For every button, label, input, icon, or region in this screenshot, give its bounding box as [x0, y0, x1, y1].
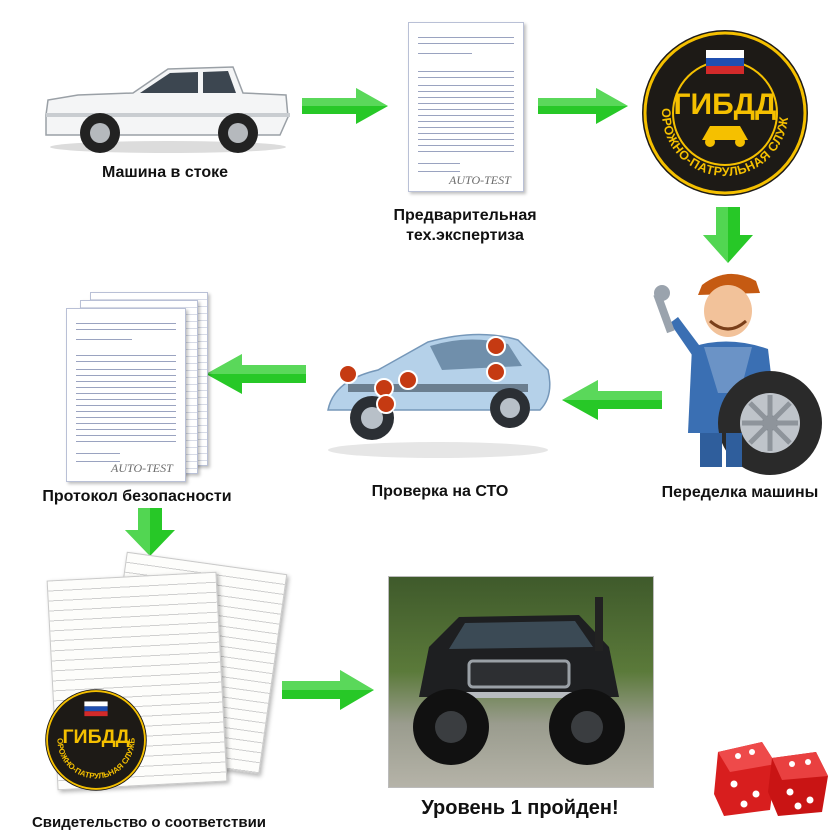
- step-stock-car-label: Машина в стоке: [101, 164, 229, 181]
- arrow-down-icon: [703, 207, 753, 263]
- step-pre-expertise-label-2: тех.экспертиза: [406, 227, 524, 244]
- step-modification-label: Переделка машины: [661, 484, 819, 501]
- step-pre-expertise-label-1: Предварительная: [393, 207, 537, 224]
- gibdd-badge-title: ГИБДД: [674, 88, 777, 121]
- arrow-down-icon: [125, 508, 175, 556]
- arrow-right-icon: [538, 88, 628, 124]
- arrow-right-icon: [302, 88, 388, 124]
- arrow-left-icon: [562, 380, 662, 420]
- dice-icon: [714, 742, 828, 816]
- safety-protocol-document: AUTO-TEST: [66, 308, 186, 482]
- pre-expertise-document: AUTO-TEST: [408, 22, 524, 192]
- mechanic-illustration: [648, 263, 828, 475]
- arrow-right-icon: [282, 670, 374, 710]
- arrow-left-icon: [206, 354, 306, 394]
- modified-pickup-photo: [388, 576, 654, 788]
- auto-test-watermark: AUTO-TEST: [449, 173, 511, 187]
- level-passed-label: Уровень 1 пройден!: [421, 797, 619, 819]
- step-service-check-label: Проверка на СТО: [371, 483, 509, 500]
- step-certificate-label: Свидетельство о соответствии: [31, 814, 267, 831]
- stock-pickup-image: [38, 55, 290, 155]
- service-check-car-image: [318, 300, 558, 460]
- gibdd-badge-title: ГИБДД: [62, 726, 129, 748]
- step-safety-protocol-label: Протокол безопасности: [42, 488, 232, 505]
- auto-test-watermark: AUTO-TEST: [111, 461, 173, 475]
